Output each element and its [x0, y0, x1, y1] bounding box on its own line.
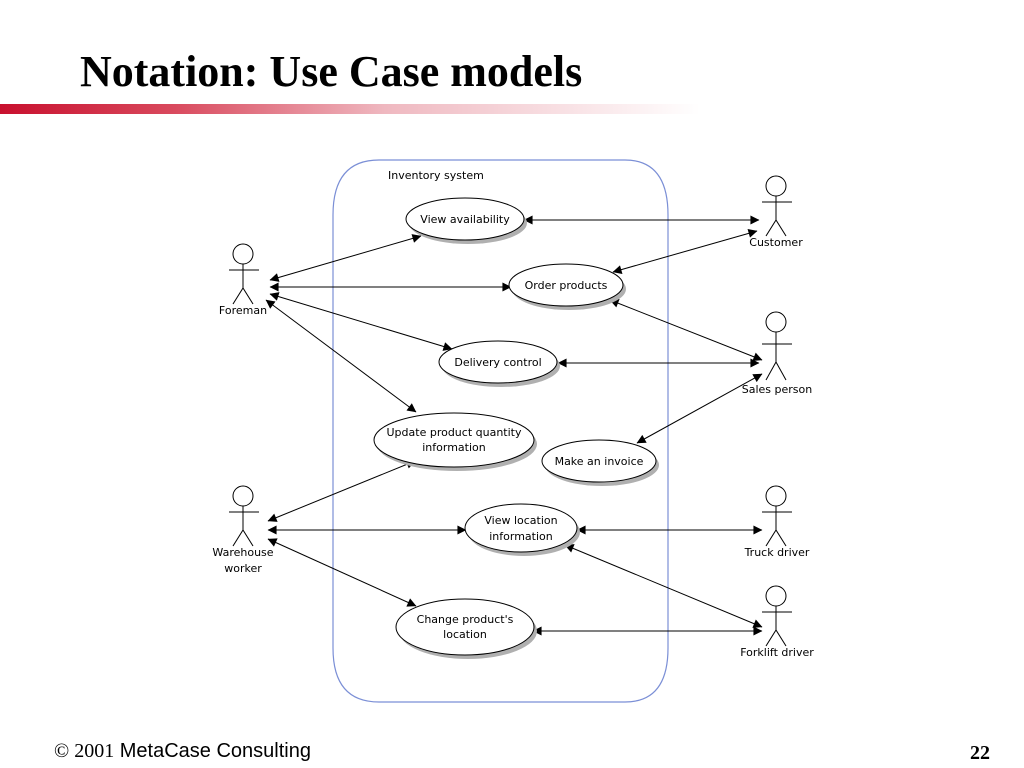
actor-head-icon: [765, 175, 787, 197]
use-case-delivery-control: Delivery control: [438, 340, 560, 387]
page-number: 22: [970, 742, 990, 764]
use-case-label-line2: information: [422, 441, 486, 454]
title-divider: [0, 104, 700, 114]
use-case-label: Order products: [525, 279, 608, 292]
use-case-label: Make an invoice: [555, 455, 644, 468]
actor-label: Foreman: [219, 304, 267, 317]
association-forklift-view-location: [564, 544, 763, 628]
association-foreman-delivery-control: [269, 292, 453, 351]
associations: [265, 215, 763, 636]
actor-label: Sales person: [742, 383, 813, 396]
footer-copyright: © 2001 MetaCase Consulting: [54, 738, 311, 764]
actor-warehouse-worker: Warehouse worker: [212, 485, 274, 575]
association-sales-make-invoice: [636, 373, 763, 444]
actor-head-icon: [232, 485, 254, 507]
use-case-label-line2: information: [489, 530, 553, 543]
actor-label-line1: Warehouse: [212, 546, 273, 559]
association-customer-order-products: [612, 229, 758, 274]
association-foreman-update-quantity: [265, 299, 417, 413]
use-case-update-product-quantity: Update product quantity information: [373, 412, 537, 471]
actor-label: Forklift driver: [740, 646, 814, 659]
system-boundary: Inventory system: [332, 159, 669, 703]
use-case-label-line1: Update product quantity: [387, 426, 522, 439]
actor-label: Truck driver: [744, 546, 810, 559]
association-warehouse-update-quantity: [267, 460, 416, 522]
company-name: MetaCase Consulting: [119, 740, 311, 762]
copyright-text: © 2001: [54, 740, 115, 762]
use-case-view-availability: View availability: [405, 197, 527, 244]
actor-sales-person: Sales person: [742, 311, 813, 396]
actor-label: Customer: [749, 236, 803, 249]
actor-forklift-driver: Forklift driver: [740, 585, 814, 659]
actor-foreman: Foreman: [219, 243, 267, 317]
use-case-label-line1: View location: [484, 514, 557, 527]
system-name: Inventory system: [388, 169, 484, 182]
slide-title: Notation: Use Case models: [80, 47, 583, 96]
association-warehouse-change-location: [267, 538, 417, 607]
actor-label-line2: worker: [224, 562, 262, 575]
association-sales-order-products: [609, 298, 763, 362]
actor-truck-driver: Truck driver: [744, 485, 810, 559]
use-case-make-invoice: Make an invoice: [541, 439, 659, 486]
association-foreman-view-availability: [269, 234, 422, 282]
actor-head-icon: [765, 485, 787, 507]
use-case-label: View availability: [420, 213, 510, 226]
use-case-view-location: View location information: [464, 503, 580, 556]
actor-head-icon: [232, 243, 254, 265]
actor-head-icon: [765, 585, 787, 607]
actor-customer: Customer: [749, 175, 803, 249]
use-case-change-location: Change product's location: [395, 598, 537, 659]
actor-head-icon: [765, 311, 787, 333]
use-case-label-line1: Change product's: [417, 613, 514, 626]
use-case-order-products: Order products: [508, 263, 626, 310]
use-case-label-line2: location: [443, 628, 487, 641]
use-case-label: Delivery control: [454, 356, 541, 369]
